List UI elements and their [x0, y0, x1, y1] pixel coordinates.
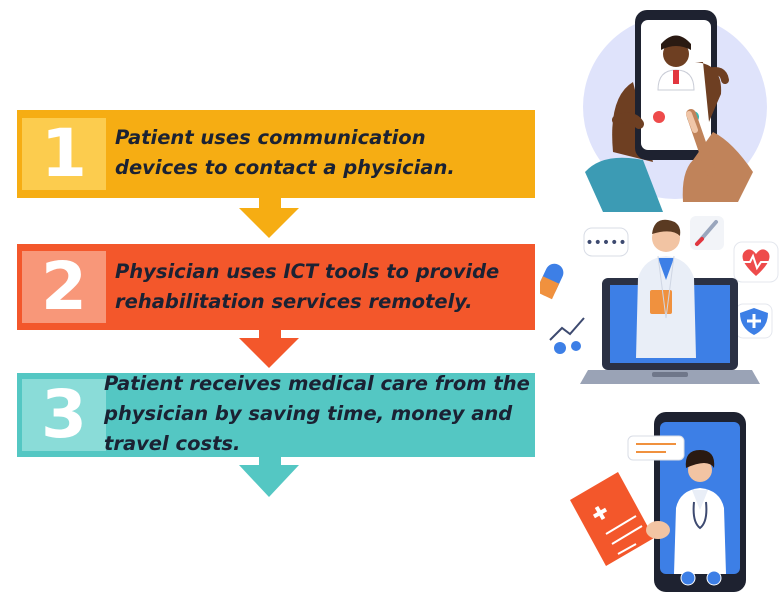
phone-call-doctor-icon — [583, 10, 767, 212]
arrow-2-stem — [259, 330, 281, 340]
step-2-line-1: Physician uses ICT tools to provide — [115, 260, 500, 283]
step-1-line-1: Patient uses communication — [115, 126, 426, 149]
arrow-down-3-icon — [239, 465, 299, 497]
step-3-line-2: physician by saving time, money and — [104, 402, 513, 425]
arrow-down-2-icon — [239, 338, 299, 368]
svg-text:•••••: ••••• — [585, 235, 626, 251]
step-1-line-2: devices to contact a physician. — [115, 156, 455, 179]
arrow-3-stem — [259, 457, 281, 467]
step-3-number: 3 — [22, 379, 106, 451]
step-1-text: Patient uses communication devices to co… — [115, 123, 455, 183]
step-2-number: 2 — [22, 251, 106, 323]
step-2-line-2: rehabilitation services remotely. — [115, 290, 473, 313]
arrow-1-stem — [259, 198, 281, 210]
laptop-doctor-icon: ••••• — [540, 216, 779, 384]
mobile-doctor-prescription-icon — [570, 412, 746, 592]
step-3-text: Patient receives medical care from the p… — [104, 369, 530, 459]
arrow-down-1-icon — [239, 208, 299, 238]
step-2-text: Physician uses ICT tools to provide reha… — [115, 257, 499, 317]
step-3-line-3: travel costs. — [104, 432, 241, 455]
step-1-number: 1 — [22, 118, 106, 190]
step-3-line-1: Patient receives medical care from the — [104, 372, 530, 395]
